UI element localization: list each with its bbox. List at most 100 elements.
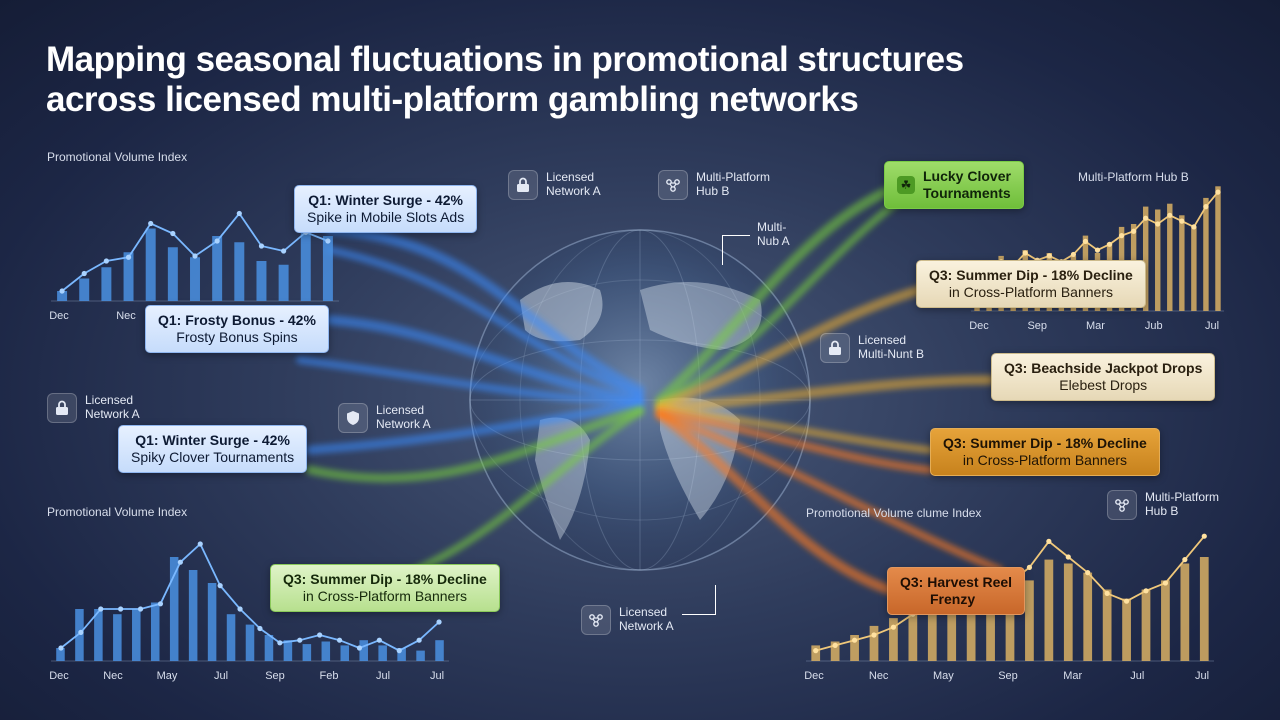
chart-bar — [57, 291, 68, 301]
badge-text: Licensed Network A — [376, 403, 431, 431]
title-line-1: Mapping seasonal fluctuations in promoti… — [46, 40, 964, 79]
badge-line2: Network A — [376, 417, 431, 431]
chart-point — [1182, 557, 1188, 563]
chart-bar — [169, 557, 179, 661]
chart-tick-label: Jul — [214, 670, 228, 682]
badge-line2: Nub A — [757, 234, 790, 248]
chart-bar — [850, 635, 859, 661]
callout-line1: Q1: Winter Surge - 42% — [135, 432, 290, 448]
badge-licensed-network-a-left: Licensed Network A — [47, 393, 140, 423]
chart-tick-label: Sep — [265, 670, 285, 682]
chart-bar — [283, 640, 293, 661]
chart-bar — [869, 625, 879, 661]
badge-multi-platform-hub-b-right: Multi-Platform Hub B — [1107, 490, 1219, 520]
chart-point — [118, 606, 124, 612]
chart-point — [1106, 241, 1113, 247]
chart-bar — [889, 618, 898, 661]
chart-bar — [966, 609, 976, 661]
badge-licensed-network-a-top: Licensed Network A — [508, 170, 601, 200]
chart-bar — [359, 640, 368, 661]
chart-point — [217, 583, 223, 589]
chart-bar — [212, 236, 223, 301]
chart-tick-label: Jul — [1205, 320, 1219, 332]
chart-point — [436, 619, 442, 625]
chart-bar — [207, 583, 217, 661]
chart-tick-label: Jul — [1130, 670, 1144, 682]
chart-point — [1201, 533, 1207, 539]
callout-line2: Elebest Drops — [1059, 377, 1148, 393]
chart-point — [1143, 588, 1149, 594]
callout-line2: Frenzy — [930, 591, 976, 607]
callout-lucky-clover-inner: ☘ Lucky Clover Tournaments — [897, 168, 1011, 202]
chart-bar — [378, 645, 387, 661]
network-nodes-icon — [581, 605, 611, 635]
badge-line2: Hub B — [1145, 504, 1179, 518]
callout-line2: Frosty Bonus Spins — [176, 329, 298, 345]
chart-point — [103, 258, 109, 264]
chart-point — [336, 637, 343, 643]
callout-line1: Q1: Winter Surge - 42% — [308, 192, 463, 208]
chart-bar — [1025, 580, 1034, 661]
chart-bar — [1044, 559, 1054, 661]
chart-tick-label: Nec — [869, 670, 889, 682]
chart-point — [192, 253, 198, 259]
chart-point — [1123, 598, 1130, 604]
chart-bar — [234, 242, 245, 301]
chart-bar — [1179, 215, 1185, 311]
chart-tick-label: Jul — [376, 670, 390, 682]
chart-tick-label: Mar — [1086, 320, 1105, 332]
chart-point — [197, 541, 203, 547]
chart-point — [177, 559, 183, 565]
chart-bar — [435, 640, 444, 661]
badge-text: Licensed Network A — [85, 393, 140, 421]
callout-line1: Lucky Clover — [923, 168, 1011, 184]
chart-point — [1022, 250, 1028, 256]
badge-line2: Network A — [546, 184, 601, 198]
chart-bar — [908, 606, 918, 661]
chart-bar — [1191, 226, 1197, 311]
callout-summer-dip-right-top: Q3: Summer Dip - 18% Decline in Cross-Pl… — [916, 260, 1146, 308]
chart-bar — [830, 641, 840, 661]
badge-line2: Network A — [619, 619, 674, 633]
chart-tick-label: Dec — [49, 310, 69, 322]
chart-bar — [145, 228, 156, 301]
chart-point — [1143, 215, 1149, 221]
badge-line1: Licensed — [546, 170, 595, 184]
badge-line2: Network A — [85, 407, 140, 421]
chart-bar — [94, 609, 103, 661]
chart-point — [1203, 204, 1209, 210]
title-line-2: across licensed multi-platform gambling … — [46, 80, 859, 119]
chart-tick-label: May — [157, 670, 178, 682]
chart-bar — [811, 645, 821, 661]
chart-point — [281, 248, 287, 254]
callout-summer-dip-right-bottom: Q3: Summer Dip - 18% Decline in Cross-Pl… — [930, 428, 1160, 476]
callout-line1: Q3: Summer Dip - 18% Decline — [943, 435, 1147, 451]
chart-bar — [1122, 598, 1131, 661]
leader-line-bottom — [682, 585, 716, 615]
chart-bar — [1167, 203, 1173, 311]
chart-bar — [56, 648, 65, 661]
chart-point — [813, 648, 819, 654]
chart-bar — [927, 593, 937, 661]
page-title: Mapping seasonal fluctuations in promoti… — [46, 40, 1146, 120]
chart-point — [157, 601, 164, 607]
chart-bar — [1141, 589, 1151, 661]
chart-point — [148, 220, 154, 227]
chart-point — [1026, 564, 1033, 570]
chart-point — [1155, 221, 1161, 227]
chart-title-top-left: Promotional Volume Index — [47, 150, 188, 164]
shield-icon — [338, 403, 368, 433]
chart-bar — [397, 648, 406, 661]
chart-bar — [1180, 563, 1190, 661]
callout-line1: Q3: Summer Dip - 18% Decline — [283, 571, 487, 587]
chart-point — [257, 625, 263, 632]
chart-point — [81, 270, 87, 277]
callout-winter-surge-clover: Q1: Winter Surge - 42% Spiky Clover Tour… — [118, 425, 308, 473]
callout-lucky-clover-text: Lucky Clover Tournaments — [923, 168, 1011, 202]
callout-harvest-reel: Q3: Harvest Reel Frenzy — [887, 567, 1026, 615]
chart-point — [317, 632, 323, 638]
